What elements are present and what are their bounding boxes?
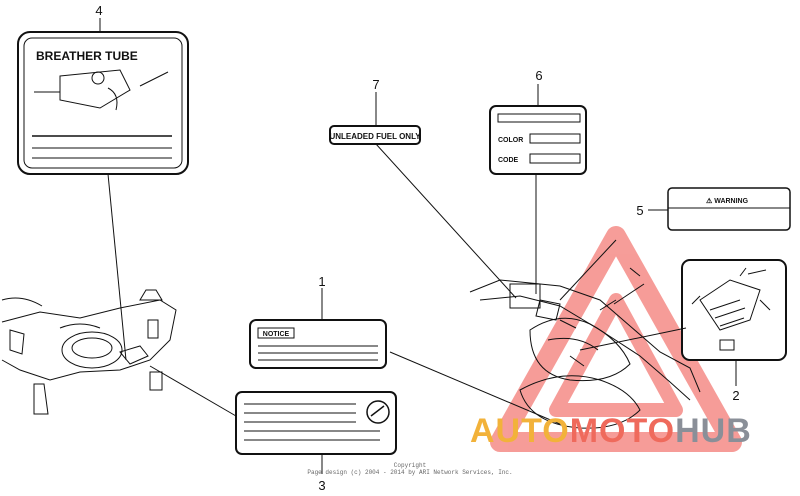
helmet-icon [366,400,390,424]
label-1-notice[interactable]: NOTICE [249,319,387,369]
copyright-notice: Copyright Page design (c) 2004 - 2014 by… [300,462,520,476]
logo-part-auto: AUTO [470,412,570,450]
watermark-logo: AUTOMOTOHUB [470,412,800,451]
copyright-line-2: Page design (c) 2004 - 2014 by ARI Netwo… [307,469,513,476]
callout-4[interactable]: 4 [95,3,102,18]
callout-7[interactable]: 7 [372,77,379,92]
label-6-color-code[interactable]: COLOR CODE [489,105,587,175]
callout-numbers: 4 7 6 5 1 2 3 [95,3,739,493]
notice-text: NOTICE [263,331,290,338]
leader-lines [99,18,737,474]
label-7-unleaded[interactable]: UNLEADED FUEL ONLY [329,125,421,145]
callout-1[interactable]: 1 [318,274,325,289]
color-text: COLOR [498,137,523,144]
warning-text: ⚠ WARNING [706,197,749,205]
code-text: CODE [498,157,519,164]
unleaded-text: UNLEADED FUEL ONLY [329,132,421,141]
label-4-breather-tube[interactable]: BREATHER TUBE [17,31,189,175]
label-5-warning[interactable]: ⚠ WARNING [667,187,791,231]
logo-part-moto: MOTO [569,412,676,450]
callout-3[interactable]: 3 [318,478,325,493]
logo-part-hub: HUB [675,412,752,450]
motorcycle-left-sketch [1,289,177,415]
label-2-sketch [691,267,771,351]
callout-2[interactable]: 2 [732,388,739,403]
label-2-diagram[interactable] [681,259,787,361]
motorcycle-right-sketch [469,267,701,429]
copyright-line-1: Copyright [393,462,427,469]
callout-5[interactable]: 5 [636,203,643,218]
breather-tube-text: BREATHER TUBE [36,49,138,63]
breather-sketch [34,69,169,111]
callout-6[interactable]: 6 [535,68,542,83]
label-3-helmet[interactable] [235,391,397,455]
